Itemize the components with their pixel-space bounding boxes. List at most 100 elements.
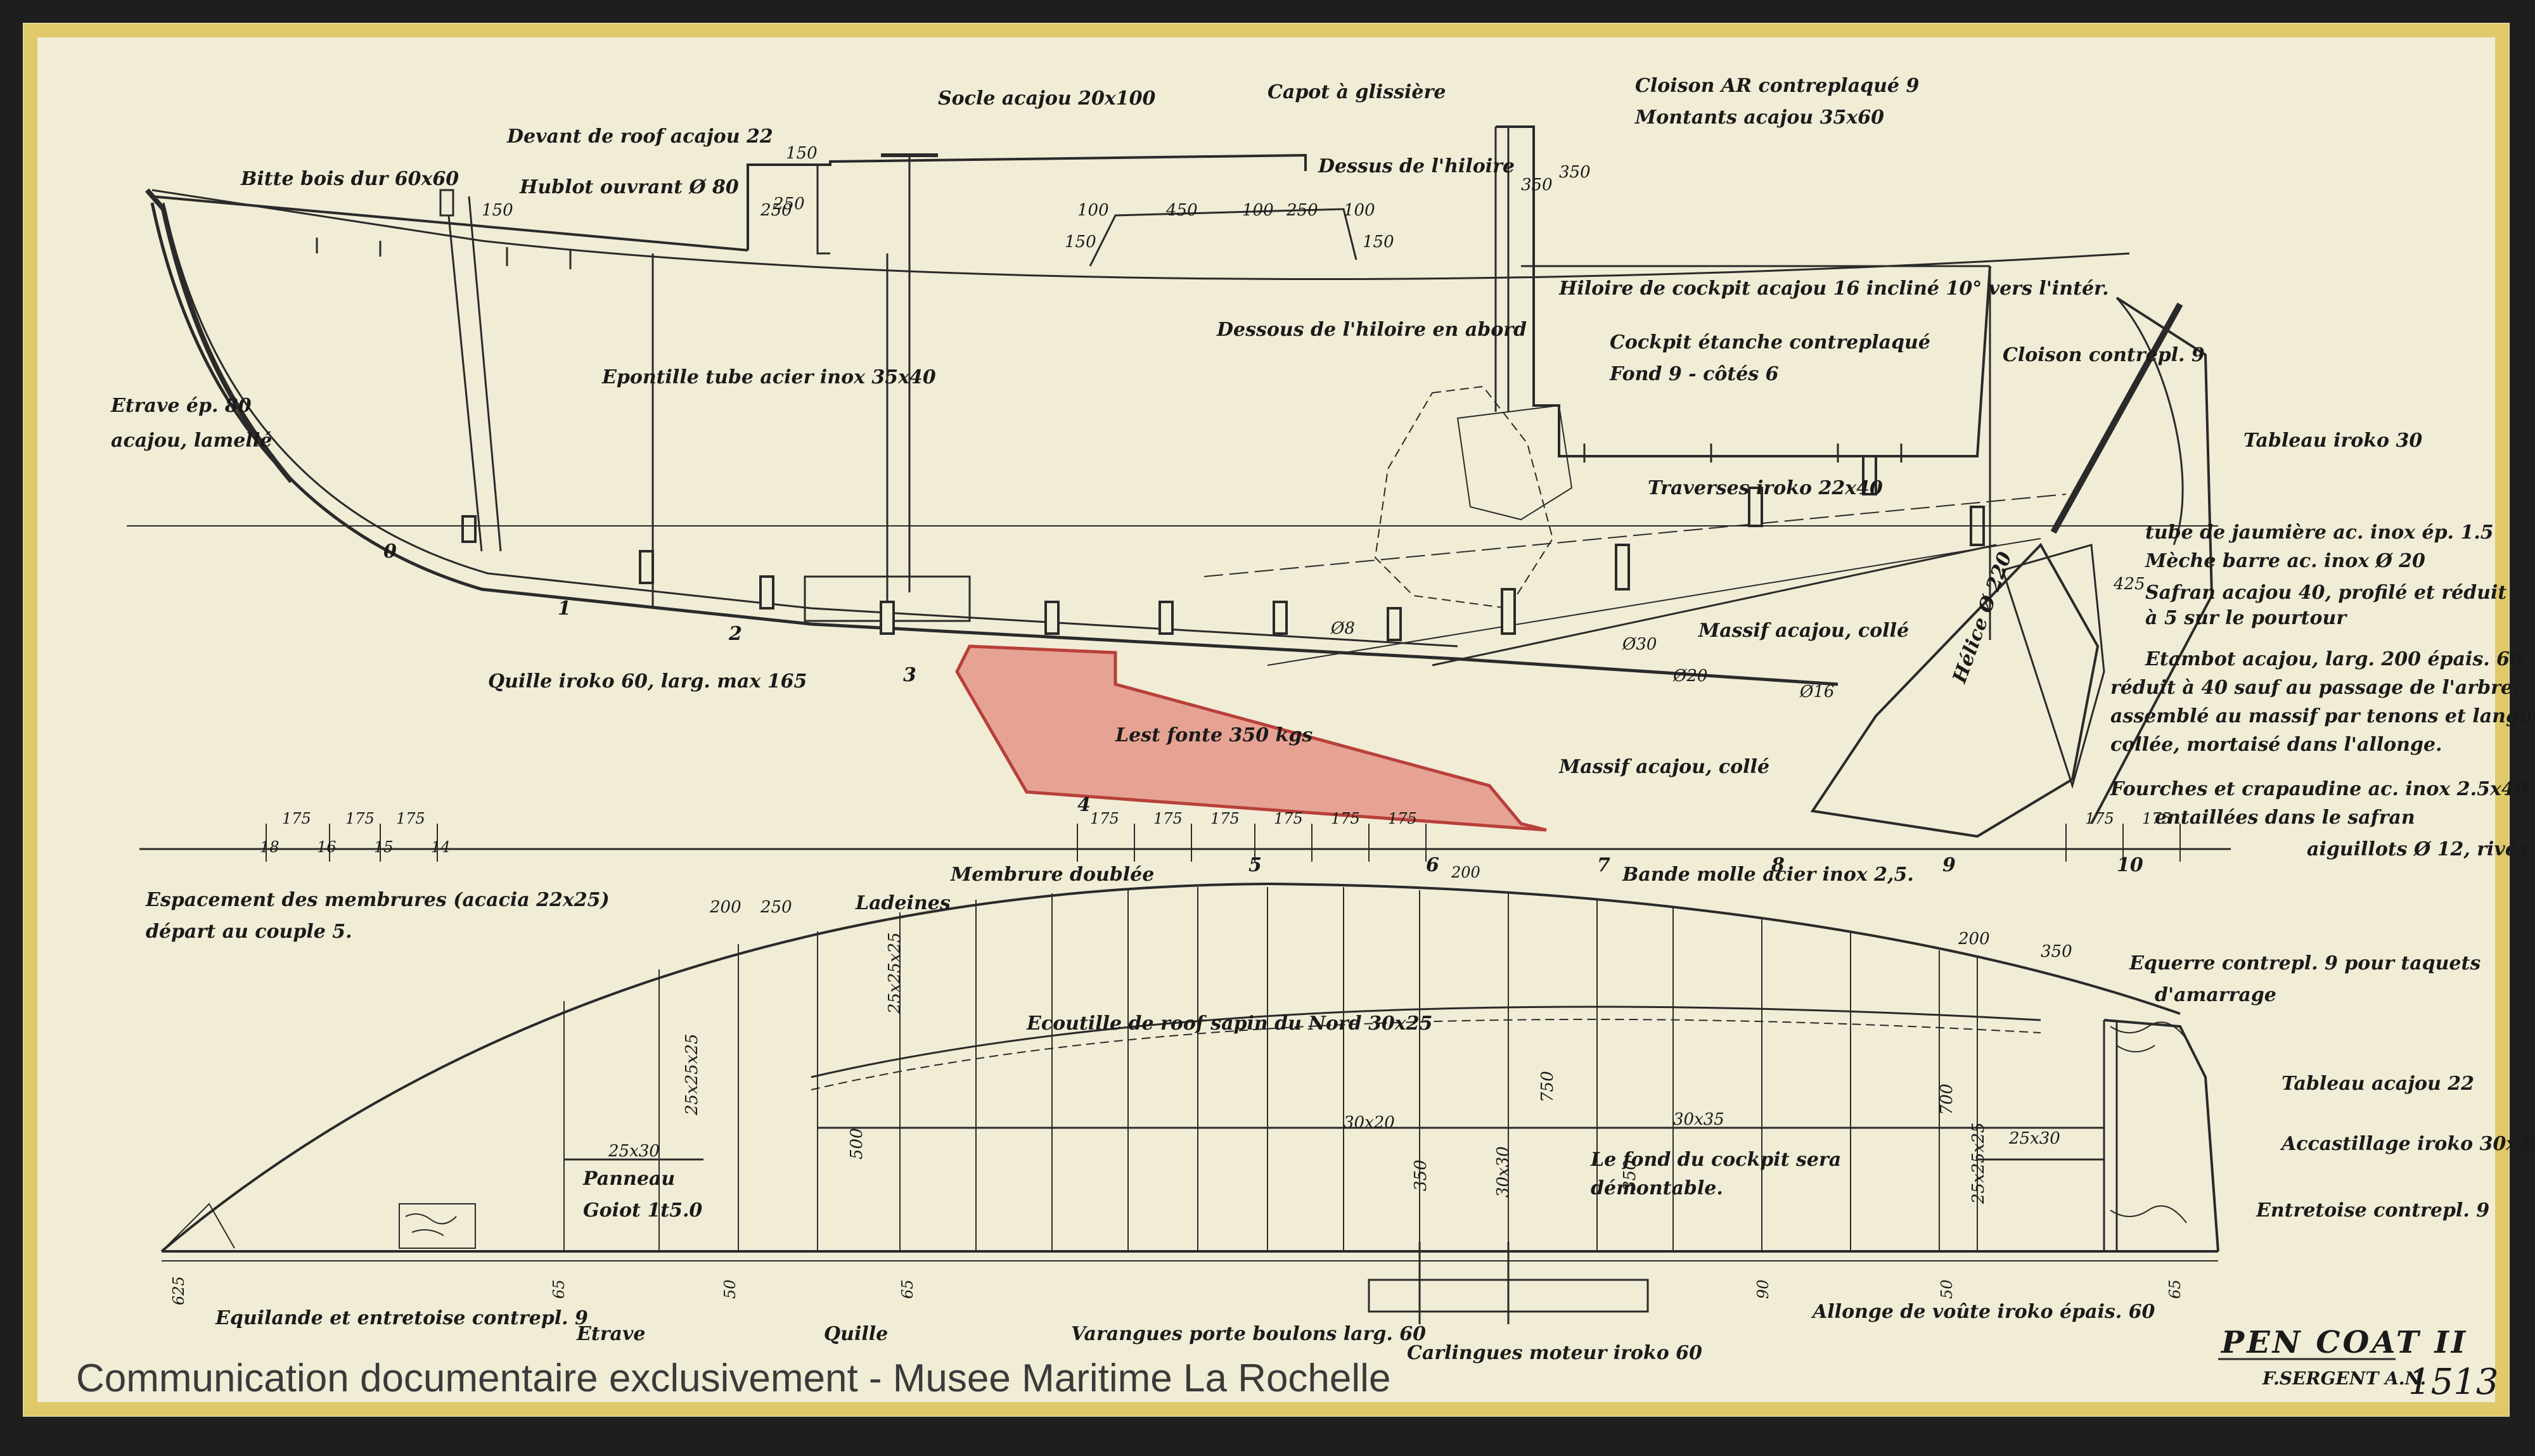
- label-fond-cockpit-2: démontable.: [1591, 1177, 1723, 1199]
- dim: 200: [1958, 929, 1990, 948]
- dim: 65: [2166, 1279, 2184, 1299]
- plan-view: [160, 882, 2219, 1324]
- designer-label: F.SERGENT A.N.: [2262, 1368, 2426, 1389]
- label-espacement-2: départ au couple 5.: [146, 921, 352, 943]
- ballast-keel: [955, 644, 1547, 832]
- label-fourches-2: entaillées dans le safran: [2155, 807, 2415, 829]
- label-meche: Mèche barre ac. inox Ø 20: [2145, 550, 2425, 572]
- label-goiot: Goiot 1t5.0: [583, 1199, 702, 1222]
- label-accastillage: Accastillage iroko 30x40: [2280, 1133, 2535, 1155]
- label-massif-1: Massif acajou, collé: [1698, 620, 1909, 642]
- label-equerre-2: d'amarrage: [2155, 984, 2276, 1006]
- tick-label: 15: [374, 838, 394, 856]
- label-bitte: Bitte bois dur 60x60: [240, 168, 459, 190]
- sheet-number: 1513: [2408, 1362, 2499, 1403]
- dim: 250: [760, 201, 792, 220]
- dim: 65: [550, 1279, 568, 1299]
- dim: 90: [1754, 1279, 1772, 1299]
- dim: 350: [1559, 163, 1591, 182]
- dim: Ø30: [1622, 635, 1657, 654]
- label-hiloire-roof: Ecoutille de roof sapin du Nord 30x25: [1026, 1012, 1432, 1035]
- label-etrave-2: acajou, lamellé: [111, 430, 272, 452]
- profile-view: [127, 125, 2231, 862]
- label-epontille: Epontille tube acier inox 35x40: [601, 366, 936, 388]
- spacing-label: 175: [1090, 810, 1119, 827]
- dim: Ø8: [1330, 619, 1355, 638]
- label-dessus-hiloire: Dessus de l'hiloire: [1318, 155, 1515, 177]
- dim: 25x25x25: [1969, 1122, 1988, 1204]
- station-number: 6: [1426, 854, 1439, 876]
- dim: 30x20: [1344, 1113, 1395, 1132]
- station-number: 9: [1942, 854, 1956, 876]
- dim: 350: [1411, 1159, 1430, 1191]
- station-number: 3: [903, 664, 916, 686]
- dim: 25x30: [608, 1142, 660, 1161]
- spacing-label: 175: [1153, 810, 1183, 827]
- station-number: 1: [558, 597, 571, 620]
- label-fourches-3: aiguillots Ø 12, rivés: [2307, 838, 2528, 860]
- label-etrave-plan: Etrave: [576, 1323, 646, 1345]
- dim: 30x30: [1494, 1146, 1513, 1197]
- label-etambot-2: réduit à 40 sauf au passage de l'arbre,: [2110, 677, 2519, 699]
- label-fond-cockpit-1: Le fond du cockpit sera: [1590, 1149, 1841, 1171]
- spacing-label: 175: [1388, 810, 1417, 827]
- dim: 250: [760, 898, 792, 917]
- label-etambot-1: Etambot acajou, larg. 200 épais. 60: [2145, 648, 2523, 670]
- dim: 250: [1286, 201, 1318, 220]
- dim: 625: [170, 1276, 188, 1305]
- label-socle: Socle acajou 20x100: [938, 87, 1156, 110]
- dim: 50: [721, 1279, 739, 1299]
- dim: 700: [1937, 1083, 1956, 1115]
- dim: 50: [1938, 1279, 1956, 1299]
- watermark-text: Communication documentaire exclusivement…: [76, 1357, 1391, 1400]
- station-number: 2: [728, 623, 742, 645]
- label-fourches-1: Fourches et crapaudine ac. inox 2.5x40: [2110, 778, 2528, 800]
- dim: 25x25x25: [885, 932, 904, 1014]
- label-bande: Bande molle acier inox 2,5.: [1622, 864, 1914, 886]
- spacing-label: 175: [345, 810, 375, 827]
- label-equerre-1: Equerre contrepl. 9 pour taquets: [2129, 952, 2480, 974]
- dim: 750: [1538, 1071, 1557, 1102]
- label-etambot-3: assemblé au massif par tenons et languet…: [2110, 705, 2535, 727]
- dim: 200: [709, 898, 741, 917]
- dim: 425: [2113, 575, 2145, 594]
- label-quille-plan: Quille: [824, 1323, 888, 1345]
- dim: 350: [1620, 1159, 1640, 1191]
- dim: 25x30: [2008, 1129, 2060, 1148]
- label-espacement-1: Espacement des membrures (acacia 22x25): [145, 889, 610, 911]
- dim: 25x25x25: [683, 1033, 702, 1116]
- dim: Ø20: [1672, 667, 1707, 686]
- label-tableau: Tableau iroko 30: [2243, 430, 2422, 452]
- label-cockpit: Cockpit étanche contreplaqué: [1610, 331, 1930, 354]
- label-dessous-hiloire: Dessous de l'hiloire en abord: [1216, 319, 1527, 341]
- dim: 150: [786, 144, 818, 163]
- label-devant-roof: Devant de roof acajou 22: [506, 125, 773, 148]
- boat-name: PEN COAT II: [2220, 1325, 2468, 1360]
- dim: 65: [899, 1279, 916, 1299]
- label-hiloire-cockpit: Hiloire de cockpit acajou 16 incliné 10°…: [1558, 278, 2109, 300]
- dim: 30x35: [1673, 1110, 1724, 1129]
- dim: 350: [2041, 942, 2072, 961]
- label-massif-2: Massif acajou, collé: [1558, 756, 1769, 778]
- dim: Ø16: [1799, 682, 1834, 701]
- label-allonge: Allonge de voûte iroko épais. 60: [1811, 1301, 2155, 1323]
- dim: 450: [1165, 201, 1198, 220]
- label-ladeines: Ladeines: [855, 892, 951, 914]
- spacing-label: 175: [2142, 810, 2171, 827]
- spacing-label: 175: [1274, 810, 1303, 827]
- tick-label: 200: [1451, 864, 1480, 881]
- spacing-label: 175: [2085, 810, 2114, 827]
- label-etambot-4: collée, mortaisé dans l'allonge.: [2110, 734, 2442, 756]
- label-montants: Montants acajou 35x60: [1634, 106, 1884, 129]
- tick-label: 18: [260, 838, 279, 856]
- label-traverses: Traverses iroko 22x40: [1648, 477, 1883, 499]
- station-number: 10: [2117, 854, 2143, 876]
- label-quille: Quille iroko 60, larg. max 165: [488, 670, 807, 693]
- label-varangues: Varangues porte boulons larg. 60: [1071, 1323, 1426, 1345]
- label-fond: Fond 9 - côtés 6: [1609, 363, 1779, 385]
- label-safran: Safran acajou 40, profilé et réduit: [2145, 582, 2506, 604]
- label-tube-jaumiere: tube de jaumière ac. inox ép. 1.5: [2145, 521, 2494, 544]
- label-cloison-ar: Cloison AR contreplaqué 9: [1635, 75, 1919, 97]
